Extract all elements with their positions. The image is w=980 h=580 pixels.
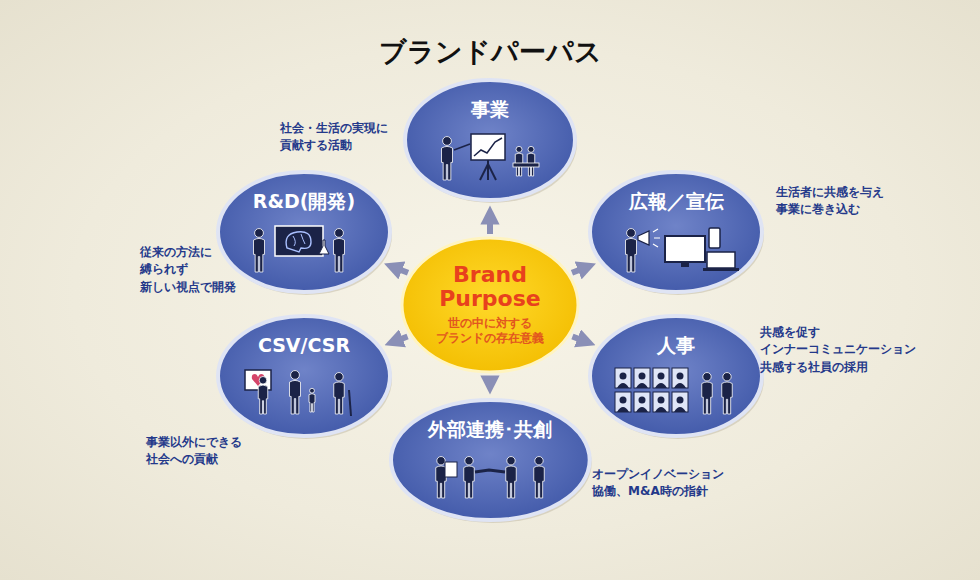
purpose-subtext: 世の中に対する ブランドの存在意義 [435,316,545,347]
function-ellipse: R&D(開発) [216,170,392,294]
description-note: 従来の方法に 縛られず 新しい視点で開発 [140,244,238,296]
purpose-arrow [487,376,493,385]
ellipse-title: 事業 [470,98,510,121]
ellipse-title: 広報／宣伝 [628,190,725,213]
purpose-arrow [487,215,493,234]
pictogram [425,130,555,182]
ellipse-title: 人事 [656,334,696,357]
function-ellipse: 事業 [403,78,577,202]
function-ellipse: CSV/CSR [216,314,392,438]
description-note: オープンイノベーション 協働、M&A時の指針 [592,466,726,501]
pictogram [239,366,369,418]
purpose-arrow [394,336,408,341]
pictogram [611,222,741,274]
purpose-heading: Brand Purpose [438,263,542,311]
pictogram [239,222,369,274]
function-ellipse: 人事 [588,314,764,438]
pictogram [425,450,555,502]
diagram-title: ブランドパーパス [0,34,980,70]
ellipse-outline [216,314,392,438]
ellipse-outline [389,398,592,522]
description-note: 生活者に共感を与え 事業に巻き込む [776,184,886,219]
purpose-arrow [393,267,408,273]
ellipse-title: R&D(開発) [252,190,357,213]
description-note: 社会・生活の実現に 貢献する活動 [280,120,390,155]
description-note: 事業以外にできる 社会への貢献 [146,434,244,469]
ellipse-outline [588,170,764,294]
function-ellipse: 広報／宣伝 [588,170,764,294]
purpose-arrow [572,336,586,341]
ellipse-title: 外部連携･共創 [427,418,553,441]
description-note: 共感を促す インナーコミュニケーション 共感する社員の採用 [760,324,918,376]
purpose-arrow [572,267,587,273]
purpose-ellipse: Brand Purpose 世の中に対する ブランドの存在意義 [400,236,580,374]
pictogram [611,366,741,418]
function-ellipse: 外部連携･共創 [389,398,592,522]
ellipse-title: CSV/CSR [257,334,352,357]
